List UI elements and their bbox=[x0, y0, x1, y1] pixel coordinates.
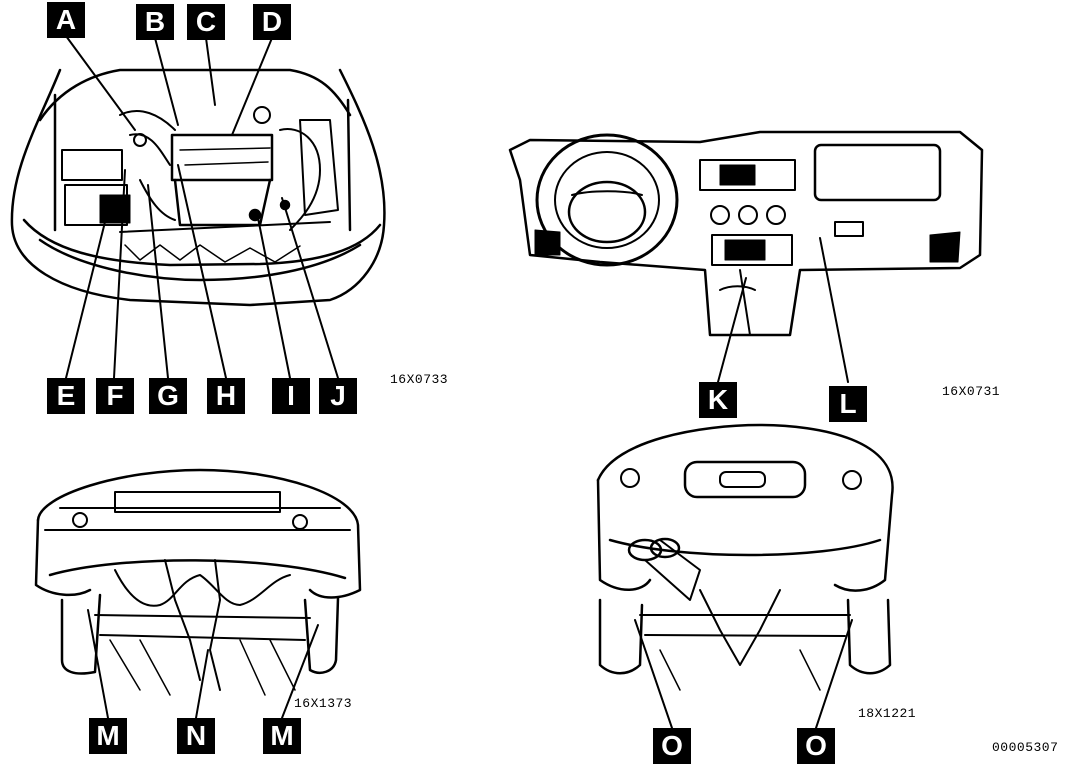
callout-h: H bbox=[207, 378, 245, 414]
figure-code-front-under: 16X1373 bbox=[294, 696, 353, 711]
callout-f: F bbox=[96, 378, 134, 414]
callout-o-left: O bbox=[653, 728, 691, 764]
callout-k: K bbox=[699, 382, 737, 418]
callout-e: E bbox=[47, 378, 85, 414]
callout-m-left: M bbox=[89, 718, 127, 754]
callout-a: A bbox=[47, 2, 85, 38]
sheet-number: 00005307 bbox=[992, 740, 1059, 755]
figure-code-engine: 16X0733 bbox=[390, 372, 449, 387]
callout-b: B bbox=[136, 4, 174, 40]
callout-n: N bbox=[177, 718, 215, 754]
callout-j: J bbox=[319, 378, 357, 414]
figure-code-dashboard: 16X0731 bbox=[942, 384, 1001, 399]
callout-d: D bbox=[253, 4, 291, 40]
leader-lines bbox=[65, 35, 853, 729]
callout-c: C bbox=[187, 4, 225, 40]
engine-bay-drawing bbox=[10, 68, 386, 307]
callout-i: I bbox=[272, 378, 310, 414]
callout-l: L bbox=[829, 386, 867, 422]
figure-code-rear-under: 18X1221 bbox=[858, 706, 917, 721]
callout-m-right: M bbox=[263, 718, 301, 754]
callout-g: G bbox=[149, 378, 187, 414]
callout-o-right: O bbox=[797, 728, 835, 764]
front-underside-drawing bbox=[34, 468, 362, 696]
rear-underside-drawing bbox=[596, 423, 894, 691]
dashboard-drawing bbox=[508, 130, 984, 337]
